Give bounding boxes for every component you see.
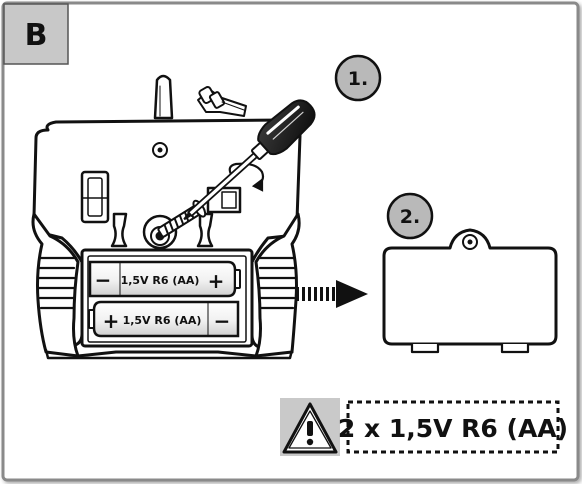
top-knob bbox=[197, 86, 247, 117]
latch-posts bbox=[110, 212, 214, 248]
left-switch bbox=[80, 170, 110, 224]
step-2-label: 2. bbox=[400, 206, 420, 228]
antenna bbox=[153, 74, 174, 120]
battery-1-right-terminal: + bbox=[208, 269, 225, 293]
warning-triangle-icon bbox=[280, 398, 340, 456]
battery-notice: 2 x 1,5V R6 (AA) bbox=[274, 396, 568, 460]
battery-2-left-terminal: + bbox=[103, 309, 120, 333]
battery-2: + 1,5V R6 (AA) − bbox=[88, 300, 240, 338]
section-badge: B bbox=[3, 3, 69, 65]
step-1-badge: 1. bbox=[334, 54, 382, 102]
battery-1-label: 1,5V R6 (AA) bbox=[121, 274, 200, 287]
battery-1: − 1,5V R6 (AA) + bbox=[88, 260, 241, 298]
left-grip bbox=[31, 212, 80, 358]
screwdriver-icon bbox=[183, 99, 316, 221]
battery-2-right-terminal: − bbox=[214, 309, 231, 333]
rotate-arrow-icon bbox=[228, 162, 265, 192]
notice-text: 2 x 1,5V R6 (AA) bbox=[338, 414, 568, 443]
step-2-badge: 2. bbox=[386, 192, 434, 240]
notice-box bbox=[346, 400, 560, 454]
battery-2-label: 1,5V R6 (AA) bbox=[123, 314, 202, 327]
move-arrow-icon bbox=[296, 280, 368, 308]
step-1-label: 1. bbox=[348, 68, 368, 90]
battery-1-left-terminal: − bbox=[95, 268, 112, 292]
section-label: B bbox=[25, 18, 48, 53]
battery-cover bbox=[382, 228, 558, 354]
right-grip bbox=[254, 212, 301, 358]
